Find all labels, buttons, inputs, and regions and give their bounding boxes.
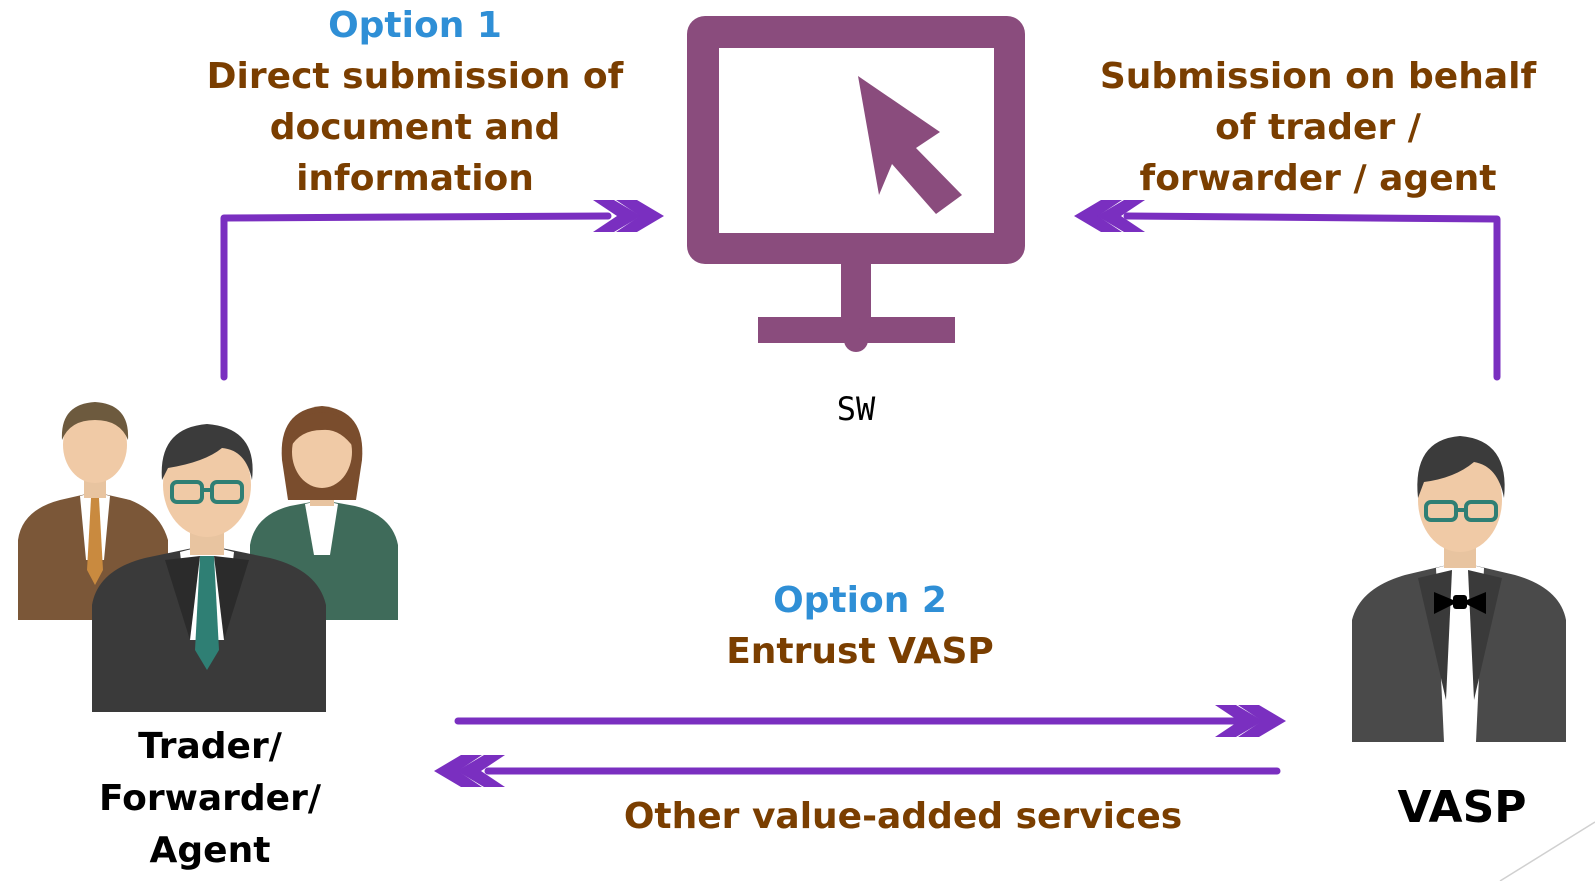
vasp-label: VASP xyxy=(1397,782,1526,833)
behalf-line-1: Submission on behalf xyxy=(1100,56,1537,97)
computer-monitor-cursor-icon xyxy=(687,16,1025,352)
option1-line-1: Direct submission of xyxy=(207,56,624,97)
double-chevron-right-icon xyxy=(1215,705,1263,737)
option1-line-3: information xyxy=(296,158,534,199)
monitor-screen xyxy=(719,48,994,233)
behalf-label-group: Submission on behalf of trader / forward… xyxy=(1100,56,1537,199)
option1-line-2: document and xyxy=(270,107,560,148)
connector-vasp-to-sw xyxy=(1074,200,1501,381)
person-front-center xyxy=(92,424,326,712)
arrow-vasp-to-trader xyxy=(434,755,1281,787)
behalf-line-2: of trader / xyxy=(1215,107,1422,148)
cursor-arrow-icon xyxy=(858,76,962,214)
vasp-person-bowtie-icon xyxy=(1352,436,1566,742)
option1-heading: Option 1 xyxy=(328,5,502,46)
monitor-base-knob xyxy=(844,328,868,352)
other-services-label: Other value-added services xyxy=(624,796,1182,837)
bowtie-icon xyxy=(1434,592,1486,614)
option1-label-group: Option 1 Direct submission of document a… xyxy=(207,5,624,199)
trader-line-2: Forwarder/ xyxy=(99,778,322,819)
option2-line: Entrust VASP xyxy=(726,631,994,672)
business-people-group-icon xyxy=(18,402,398,712)
corner-decoration-line xyxy=(1499,821,1595,881)
sw-label: SW xyxy=(837,390,876,428)
option2-heading: Option 2 xyxy=(773,580,947,621)
behalf-line-3: forwarder / agent xyxy=(1140,158,1497,199)
double-chevron-right-icon xyxy=(593,200,641,232)
arrow-trader-to-vasp xyxy=(454,705,1286,737)
trader-line-3: Agent xyxy=(150,830,271,871)
connector-trader-to-sw xyxy=(220,200,664,381)
monitor-stand xyxy=(841,264,871,324)
trader-line-1: Trader/ xyxy=(138,726,283,767)
